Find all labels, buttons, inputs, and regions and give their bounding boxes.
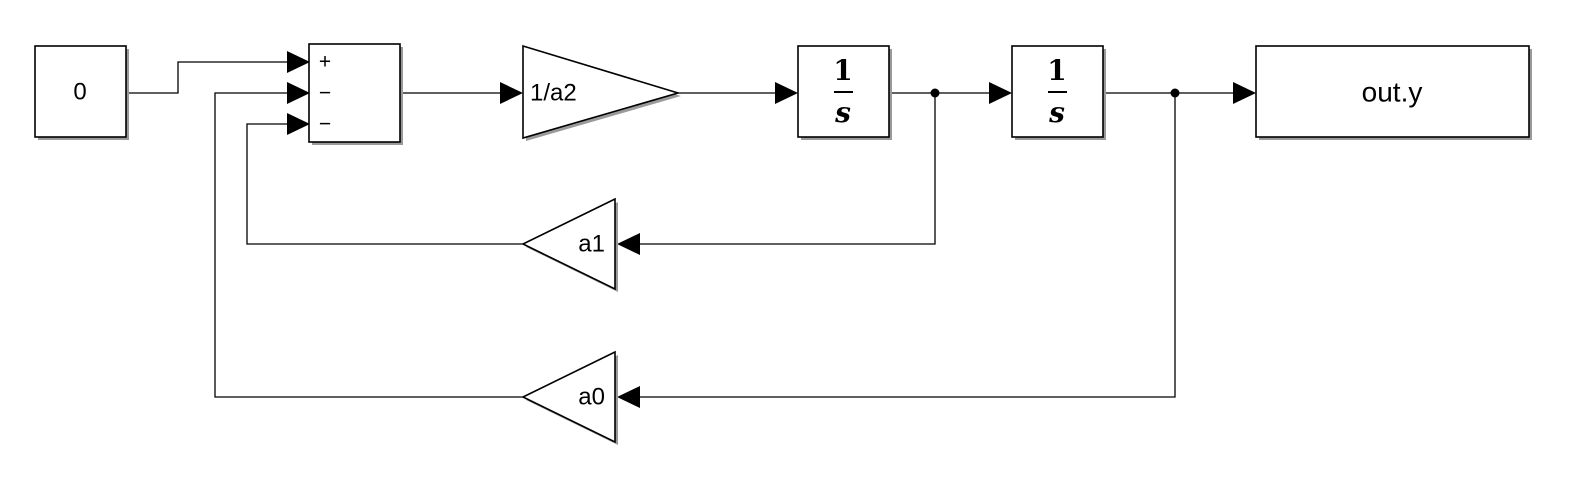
wire-branch-to-a0 <box>638 93 1176 398</box>
arrowhead-integrator2-in <box>989 82 1012 104</box>
arrowhead-sum-in3 <box>287 113 310 135</box>
wire-constant-to-sum <box>127 61 290 94</box>
integrator1-denominator: s <box>834 96 851 129</box>
arrowhead-a1-in <box>617 233 640 255</box>
gain-block-main[interactable]: 1/a2 <box>522 44 681 141</box>
output-block[interactable]: out.y <box>1255 45 1532 140</box>
junction-integrator1-branch <box>930 88 940 98</box>
wire-branch-to-a1 <box>638 93 936 245</box>
arrowhead-a0-in <box>617 386 640 408</box>
constant-block[interactable]: 0 <box>34 45 129 140</box>
arrowhead-sum-in1 <box>287 51 310 73</box>
arrowhead-gain-in <box>500 82 523 104</box>
output-label: out.y <box>1362 77 1423 108</box>
sum-sign-3: − <box>319 113 331 136</box>
gain-a1-label: a1 <box>578 231 605 258</box>
integrator1-numerator: 1 <box>833 54 852 87</box>
gain-main-label: 1/a2 <box>530 80 577 107</box>
sum-sign-1: + <box>319 51 331 74</box>
wire-a1-to-sum <box>246 123 523 245</box>
gain-block-a1[interactable]: a1 <box>521 197 618 292</box>
signal-wires <box>127 61 1236 398</box>
sum-sign-2: − <box>319 82 331 105</box>
junction-integrator2-branch <box>1170 88 1180 98</box>
wire-a0-to-sum <box>214 92 523 398</box>
arrowheads <box>287 51 1256 408</box>
constant-value: 0 <box>73 79 86 106</box>
integrator-block-2[interactable]: 1 s <box>1011 45 1106 140</box>
sum-block[interactable]: + − − <box>308 43 403 145</box>
integrator2-numerator: 1 <box>1047 54 1066 87</box>
gain-block-a0[interactable]: a0 <box>521 350 618 445</box>
arrowhead-output-in <box>1233 82 1256 104</box>
arrowhead-sum-in2 <box>287 82 310 104</box>
gain-a0-label: a0 <box>578 384 605 411</box>
integrator-block-1[interactable]: 1 s <box>797 45 892 140</box>
integrator2-denominator: s <box>1048 96 1065 129</box>
arrowhead-integrator1-in <box>775 82 798 104</box>
